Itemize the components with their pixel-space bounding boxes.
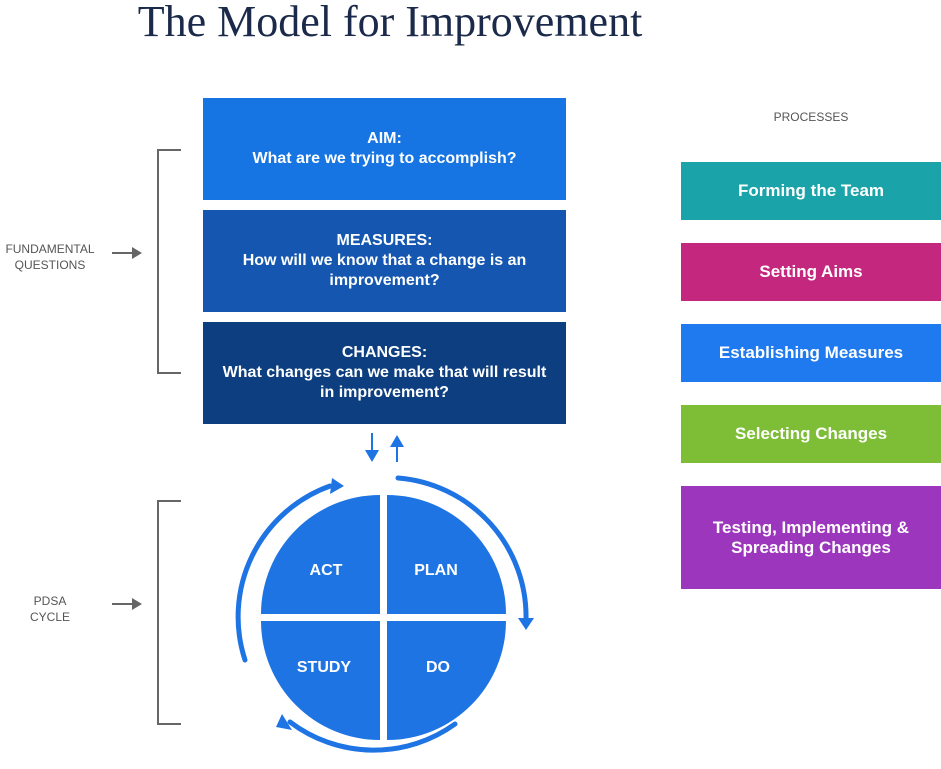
do-quadrant (387, 621, 506, 740)
arrow-right-icon (112, 598, 142, 610)
plan-quadrant (387, 495, 506, 614)
page-title: The Model for Improvement (137, 0, 643, 46)
process-label: Testing, Implementing & Spreading Change… (712, 517, 910, 557)
act-quadrant (261, 495, 380, 614)
act-label: ACT (310, 562, 343, 579)
process-selecting-changes: Selecting Changes (681, 405, 941, 463)
circular-arrow-icon (276, 478, 534, 730)
study-quadrant (261, 621, 380, 740)
process-setting-aims: Setting Aims (681, 243, 941, 301)
changes-question: What changes can we make that will resul… (222, 364, 547, 401)
study-label: STUDY (297, 659, 352, 676)
measures-box: MEASURES: How will we know that a change… (203, 210, 566, 312)
aim-heading: AIM: (367, 130, 402, 147)
process-establishing-measures: Establishing Measures (681, 324, 941, 382)
circular-arrow-icon (235, 475, 529, 753)
arrow-right-icon (112, 247, 142, 259)
aim-box: AIM: What are we trying to accomplish? (203, 98, 566, 200)
pdsa-circle: ACT PLAN STUDY DO (261, 495, 506, 740)
pdsa-cycle-label: PDSA CYCLE (29, 594, 70, 624)
process-forming-the-team: Forming the Team (681, 162, 941, 220)
do-label: DO (426, 659, 450, 676)
fundamental-questions-label: FUNDAMENTAL QUESTIONS (5, 242, 95, 272)
processes-heading: PROCESSES (773, 110, 849, 124)
bracket-icon (157, 500, 181, 725)
process-testing-implementing-spreading: Testing, Implementing & Spreading Change… (681, 486, 941, 589)
bracket-icon (157, 149, 181, 374)
process-label: Selecting Changes (734, 424, 888, 443)
arrow-up-down-icon (365, 433, 404, 462)
changes-heading: CHANGES: (341, 344, 428, 361)
aim-question: What are we trying to accomplish? (252, 150, 517, 167)
changes-box: CHANGES: What changes can we make that w… (203, 322, 566, 424)
process-label: Establishing Measures (718, 343, 904, 362)
plan-label: PLAN (414, 562, 458, 579)
measures-question: How will we know that a change is an imp… (242, 252, 527, 289)
measures-heading: MEASURES: (336, 232, 433, 249)
process-label: Forming the Team (737, 181, 885, 200)
process-label: Setting Aims (759, 262, 863, 281)
